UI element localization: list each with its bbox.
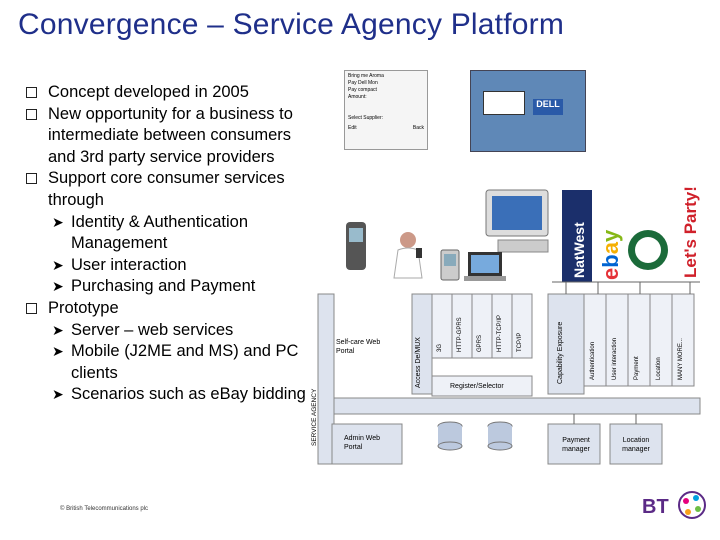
bullet-list: Concept developed in 2005 New opportunit… (26, 82, 316, 406)
selfcare-portal-label: Self-care Web Portal (336, 339, 381, 355)
channel-label: HTTP-GPRS (457, 317, 463, 352)
laptop-icon (464, 252, 506, 281)
ebay-logo: ebay (598, 229, 623, 280)
capability-label: Payment (634, 356, 640, 380)
checkbox-bullet-icon (26, 173, 37, 185)
capability-exposure-label: Capability Exposure (557, 321, 564, 384)
arrow-bullet-icon: ➤ (52, 386, 64, 403)
slide-title: Convergence – Service Agency Platform (18, 8, 565, 41)
capability-label: MANY MORE... (678, 338, 684, 380)
natwest-logo (562, 190, 592, 282)
sub-bullet-item: ➤User interaction (26, 255, 316, 277)
copyright-text: © British Telecommunications plc (60, 506, 149, 512)
capability-label: User interaction (612, 337, 618, 380)
checkbox-bullet-icon (26, 108, 37, 120)
bt-logo: BT (642, 491, 706, 519)
payment-manager-box (547, 423, 601, 465)
sub-bullet-item: ➤Server – web services (26, 320, 316, 342)
arrow-bullet-icon: ➤ (52, 321, 64, 338)
pc-desktop-mockup: DELL (470, 70, 586, 152)
bullet-item: New opportunity for a business to interm… (26, 104, 316, 169)
phone-screen-mockup: Bring me Aroma Pay Dell Mon Pay compact … (344, 70, 428, 150)
lets-party-logo: Let's Party! (681, 186, 700, 278)
capability-label: Authentication (590, 341, 596, 380)
desktop-computer-icon (485, 189, 549, 253)
phone-choice: Pay compact (348, 87, 377, 93)
service-agency-diagram: NatWest ebay Let's Party! (317, 186, 701, 465)
arrow-bullet-icon: ➤ (52, 278, 64, 295)
capability-label: Location (656, 357, 662, 380)
database-icon (437, 421, 463, 451)
mobile-phone-icon (346, 222, 366, 270)
person-with-phone-icon (393, 232, 423, 279)
capability-exposure-box (547, 293, 585, 395)
phone-amount-label: Amount: (348, 94, 367, 100)
arrow-bullet-icon: ➤ (52, 343, 64, 360)
register-selector-box (431, 375, 533, 397)
phone-back-softkey: Back (412, 125, 424, 131)
sub-bullet-item: ➤Identity & Authentication Management (52, 212, 249, 253)
payment-manager-label: Payment manager (562, 437, 590, 453)
channel-label: GPRS (477, 334, 483, 352)
admin-portal-label: Admin Web Portal (344, 435, 381, 451)
natwest-logo-text: NatWest (571, 222, 587, 278)
bullet-item: Concept developed in 2005 (26, 82, 316, 104)
access-demux-label: Access De/MUX (415, 337, 422, 388)
platform-bus-bar (331, 397, 701, 415)
location-manager-box (609, 423, 663, 465)
register-selector-label: Register/Selector (450, 383, 504, 390)
desktop-popup-window (483, 91, 525, 115)
sub-bullet-item: ➤Purchasing and Payment (26, 276, 316, 298)
checkbox-bullet-icon (26, 302, 37, 314)
admin-portal-box (331, 423, 403, 465)
phone-edit-softkey: Edit (348, 125, 357, 131)
phone-choice: Pay Dell Mon (348, 80, 378, 86)
checkbox-bullet-icon (26, 87, 37, 98)
database-icon (487, 421, 513, 451)
phone-choice: Bring me Aroma (348, 73, 384, 79)
channel-label: TCP/IP (517, 332, 523, 352)
pda-icon (440, 249, 460, 281)
channel-label: HTTP-TCP/IP (497, 315, 503, 352)
svg-text:BT: BT (642, 496, 669, 518)
dell-logo: DELL (533, 99, 563, 115)
arrow-bullet-icon: ➤ (52, 256, 64, 273)
arrow-bullet-icon: ➤ (52, 213, 64, 230)
sub-bullet-item: ➤Scenarios such as eBay bidding (26, 384, 316, 406)
sub-bullet-item: ➤Mobile (J2ME and MS) and PC clients (52, 342, 299, 382)
bullet-item: Support core consumer services through (26, 168, 316, 211)
bullet-item: Prototype (26, 298, 316, 320)
phone-supplier-label: Select Supplier: (348, 115, 384, 121)
channel-label: 3G (437, 343, 443, 352)
service-agency-label: SERVICE AGENCY (311, 388, 318, 446)
location-manager-label: Location manager (622, 437, 650, 453)
